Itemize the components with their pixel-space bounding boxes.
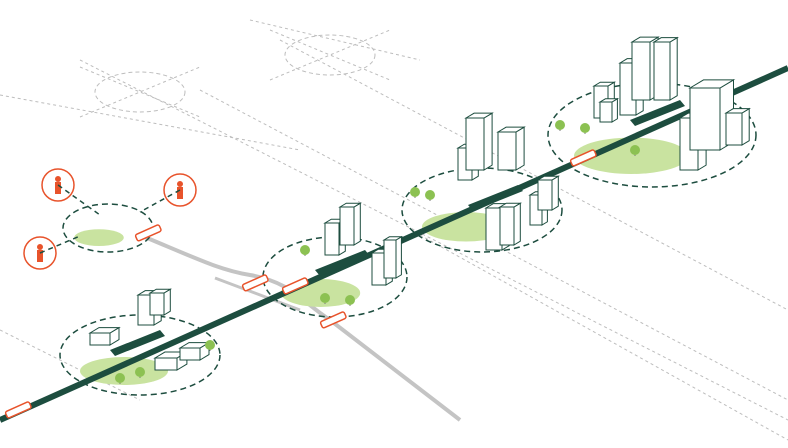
connector-line bbox=[39, 235, 81, 254]
grid-line bbox=[249, 19, 421, 61]
building-side bbox=[395, 235, 402, 279]
catchment-boundary bbox=[262, 236, 408, 318]
dashed-circle bbox=[284, 34, 376, 76]
road-overpass bbox=[139, 233, 462, 422]
green-space bbox=[80, 357, 168, 385]
building-front bbox=[383, 239, 397, 279]
train-icon bbox=[4, 401, 32, 419]
building-front bbox=[179, 347, 201, 361]
building-top bbox=[724, 108, 752, 114]
building-top bbox=[630, 36, 660, 43]
building-front bbox=[537, 179, 553, 211]
pedestrians-icon-body bbox=[55, 182, 61, 194]
building-front bbox=[465, 117, 485, 171]
bicycle-icon-head bbox=[37, 244, 43, 250]
train-icon bbox=[319, 311, 347, 329]
building-front bbox=[89, 332, 111, 346]
tree-icon bbox=[135, 367, 145, 377]
tree-icon bbox=[205, 340, 215, 350]
grid-line bbox=[0, 329, 141, 401]
building-front bbox=[324, 222, 340, 256]
tree-icon bbox=[345, 295, 355, 305]
building-top bbox=[688, 79, 736, 89]
building-side bbox=[741, 107, 750, 146]
building-top bbox=[598, 98, 620, 103]
building-front bbox=[154, 357, 178, 371]
station-roof bbox=[315, 250, 370, 276]
building-front bbox=[599, 101, 613, 123]
connector-line bbox=[139, 189, 181, 213]
building-side bbox=[515, 126, 525, 171]
grid-line bbox=[79, 59, 788, 421]
building-front bbox=[149, 292, 165, 316]
building-side bbox=[163, 288, 171, 316]
tree-icon bbox=[115, 373, 125, 383]
building-front bbox=[497, 131, 517, 171]
building-side bbox=[513, 202, 521, 246]
catchment-boundary bbox=[547, 82, 757, 188]
building-top bbox=[148, 288, 173, 294]
grid-line bbox=[79, 66, 201, 118]
station-roof bbox=[468, 185, 523, 211]
buildings bbox=[88, 36, 752, 384]
building-side bbox=[483, 112, 493, 171]
building-top bbox=[464, 112, 494, 119]
tree-icon bbox=[555, 120, 565, 130]
motorcycle-icon-body bbox=[177, 187, 183, 199]
train-icon bbox=[134, 224, 162, 242]
pedestrians-icon-head bbox=[55, 176, 61, 182]
grid-line bbox=[79, 66, 201, 118]
grid-line bbox=[0, 94, 301, 151]
tree-icon bbox=[580, 123, 590, 133]
green-space bbox=[574, 137, 689, 174]
building-front bbox=[689, 87, 721, 151]
tree-icon bbox=[630, 145, 640, 155]
trains bbox=[4, 149, 597, 419]
building-side bbox=[551, 175, 559, 211]
train-icon bbox=[569, 149, 597, 167]
building-front bbox=[653, 41, 671, 101]
grid-line bbox=[269, 29, 391, 81]
road bbox=[139, 233, 462, 422]
building-front bbox=[339, 206, 355, 246]
grid-line bbox=[269, 29, 391, 81]
dashed-circle bbox=[94, 71, 186, 113]
tree-icon bbox=[320, 293, 330, 303]
bicycle-icon-body bbox=[37, 250, 43, 262]
building-side bbox=[669, 36, 678, 101]
tree-icon bbox=[300, 245, 310, 255]
building-top bbox=[592, 81, 617, 87]
building-side bbox=[353, 202, 361, 246]
train-icon bbox=[241, 274, 269, 292]
tree-icon bbox=[410, 187, 420, 197]
building-top bbox=[382, 236, 404, 241]
building-top bbox=[498, 202, 523, 208]
stations bbox=[110, 100, 685, 356]
building-top bbox=[496, 126, 526, 133]
motorcycle-icon-head bbox=[177, 181, 183, 187]
building-top bbox=[652, 37, 680, 43]
grid-line bbox=[419, 234, 788, 441]
building-front bbox=[499, 206, 515, 246]
building-top bbox=[338, 202, 363, 208]
road-ramp bbox=[214, 276, 301, 312]
station-roof bbox=[630, 100, 685, 126]
mode-icons bbox=[23, 168, 197, 270]
train-icon bbox=[281, 277, 309, 295]
tree-icon bbox=[425, 190, 435, 200]
building-front bbox=[725, 112, 743, 146]
green-space bbox=[74, 229, 124, 247]
building-front bbox=[631, 41, 651, 101]
station-roof bbox=[110, 330, 165, 356]
building-top bbox=[536, 175, 561, 181]
building-top bbox=[88, 327, 121, 334]
building-side bbox=[611, 97, 618, 123]
